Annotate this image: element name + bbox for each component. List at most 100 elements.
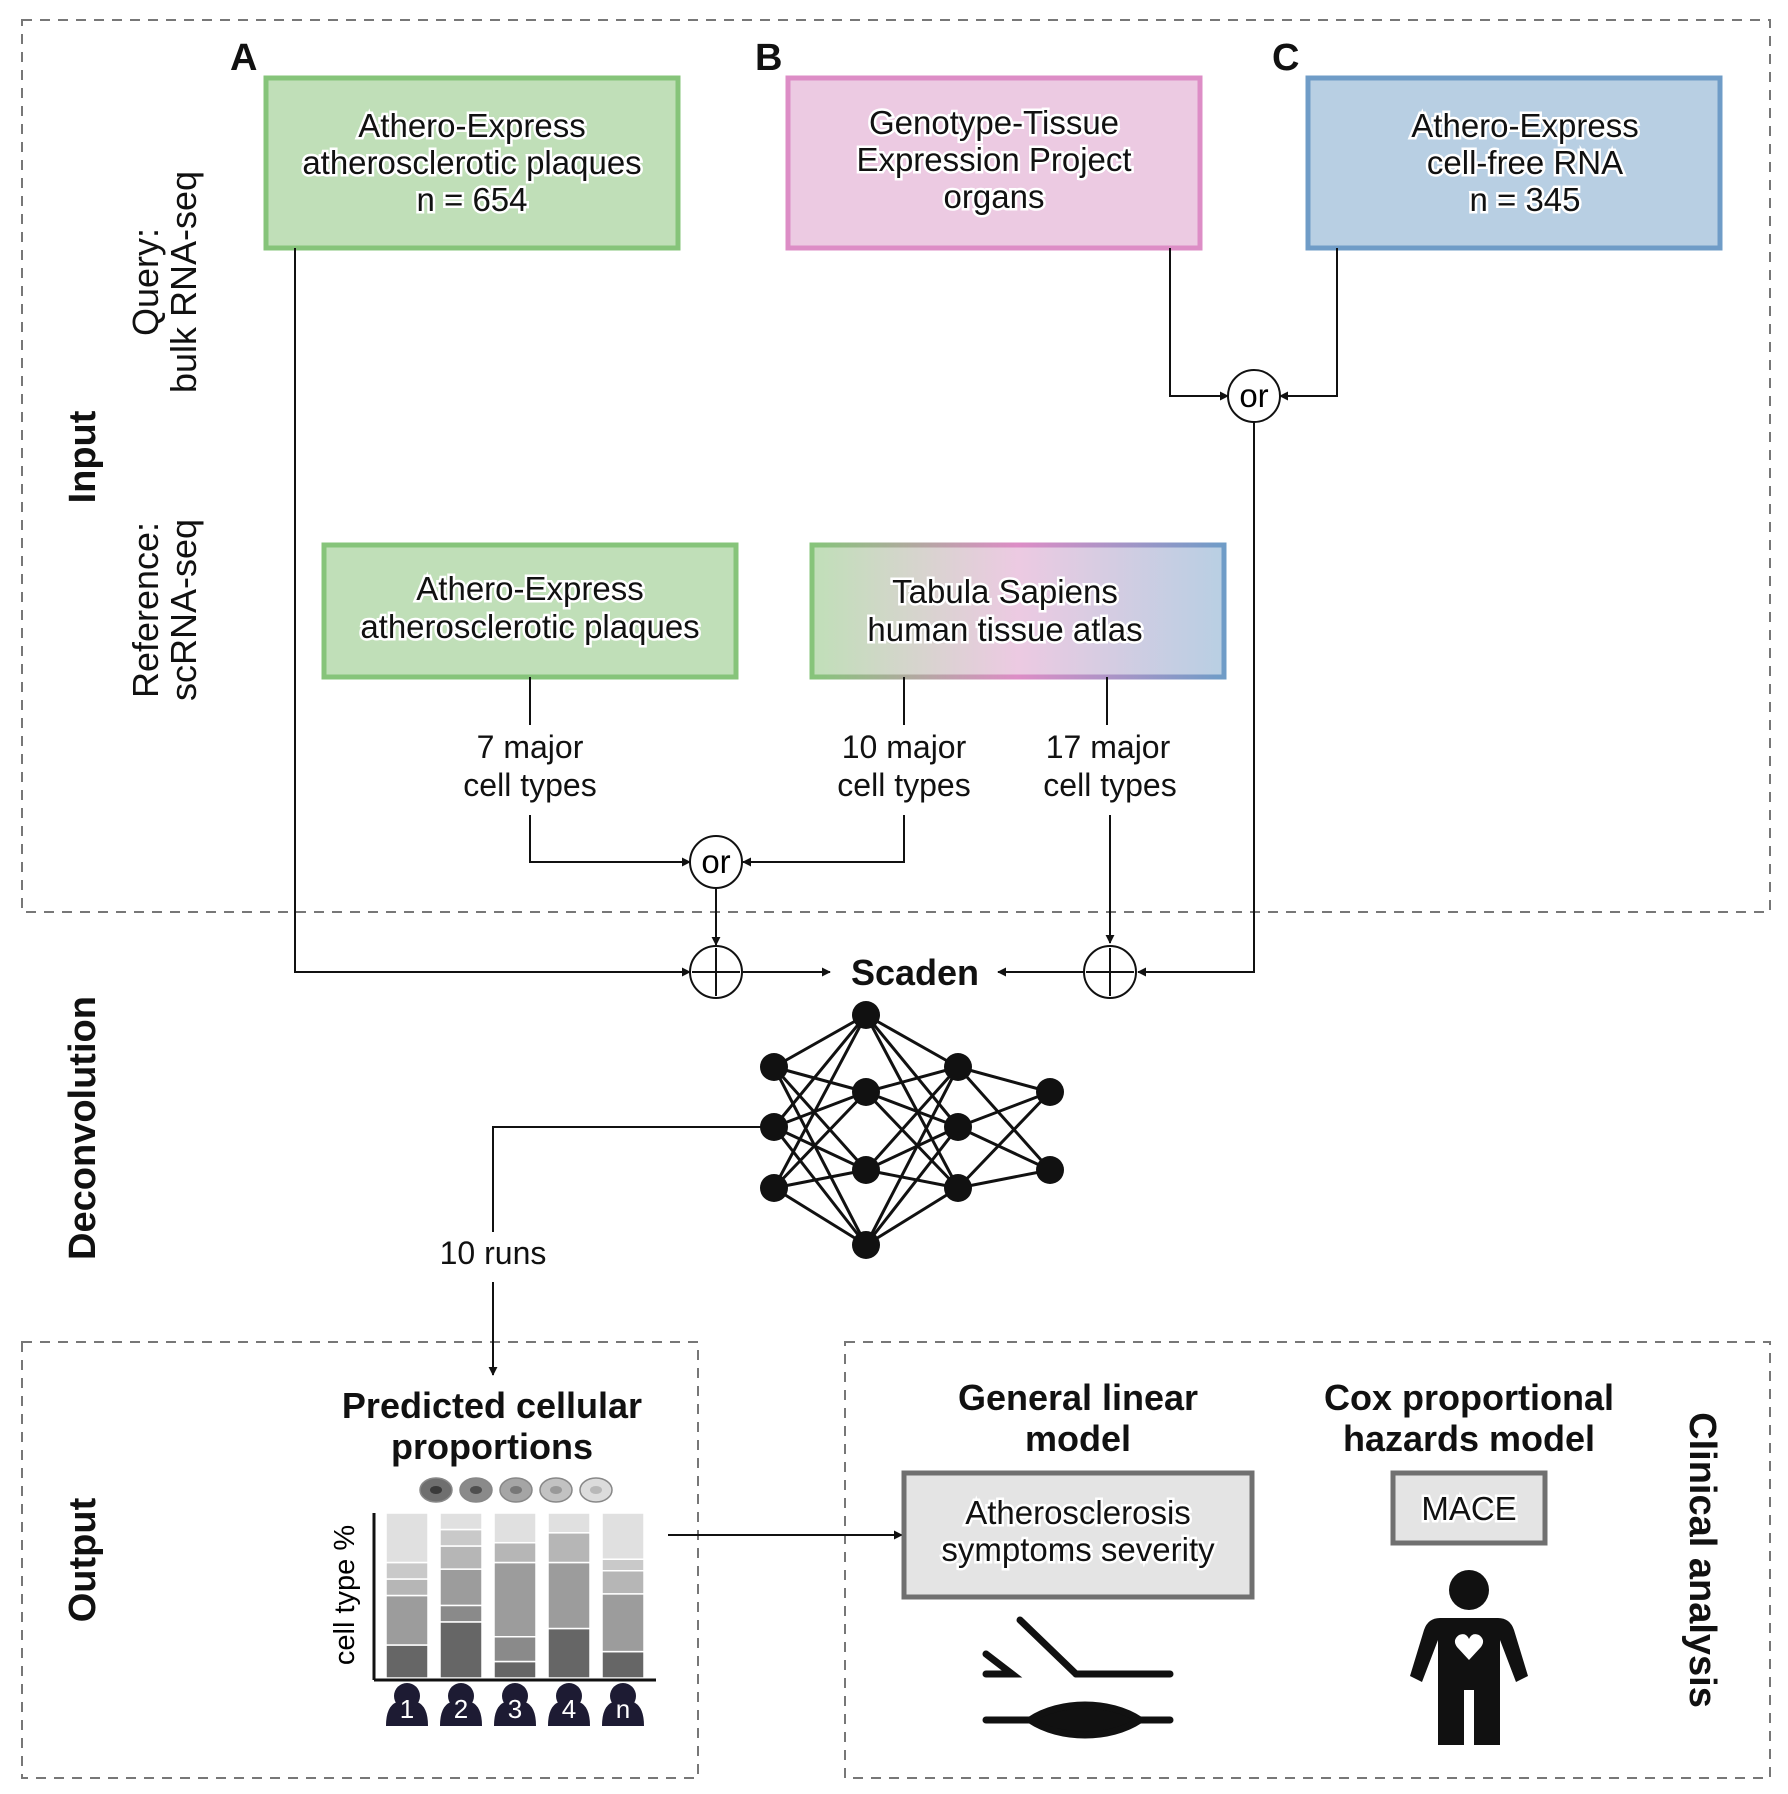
query-box-c-line1: Athero-Express xyxy=(1411,107,1638,144)
bar-segment xyxy=(385,1644,429,1679)
network-node xyxy=(1036,1156,1064,1184)
bar-ylabel: cell type % xyxy=(329,1525,361,1665)
bar-segment xyxy=(439,1568,483,1607)
query-box-cfrna xyxy=(1305,75,1723,251)
reference-box-b-line1: Tabula Sapiens xyxy=(892,573,1118,610)
bar-segment xyxy=(439,1545,483,1570)
bar-segment xyxy=(601,1593,645,1653)
section-output: Output xyxy=(62,1497,104,1622)
glm-title-line2: model xyxy=(1025,1418,1131,1459)
network-node xyxy=(1036,1078,1064,1106)
cox-title-line1: Cox proportional xyxy=(1324,1377,1614,1418)
reference-box-b-line2: human tissue atlas xyxy=(867,611,1142,648)
query-box-gtex xyxy=(785,75,1203,251)
cell-nucleus-icon xyxy=(590,1486,602,1494)
network-node xyxy=(852,1231,880,1259)
patient-number: 2 xyxy=(454,1694,468,1724)
query-sublabel: bulk RNA-seq xyxy=(163,171,204,393)
bar-segment xyxy=(601,1512,645,1560)
bar-segment xyxy=(493,1541,537,1564)
or-node-query xyxy=(1227,369,1281,423)
proportion-bars xyxy=(385,1512,645,1679)
bar-segment xyxy=(493,1660,537,1679)
glm-outcome-box xyxy=(901,1470,1255,1600)
query-box-athero-plaques xyxy=(263,75,681,251)
reference-label: Reference: xyxy=(125,522,166,698)
bar-segment xyxy=(493,1636,537,1663)
bar-segment xyxy=(601,1570,645,1595)
bar-segment xyxy=(439,1621,483,1679)
bar-segment xyxy=(547,1532,591,1564)
bar-segment xyxy=(547,1512,591,1534)
or-node-reference xyxy=(689,835,743,889)
patient-head-icon xyxy=(502,1683,528,1709)
patient-number: 3 xyxy=(508,1694,522,1724)
network-node xyxy=(944,1174,972,1202)
query-box-b-line1: Genotype-Tissue xyxy=(869,104,1119,141)
patient-number: n xyxy=(616,1694,630,1724)
patient-icons: 1 2 3 4 n xyxy=(386,1683,644,1726)
cox-outcome-box xyxy=(1390,1470,1548,1546)
panel-letter-c: C xyxy=(1272,37,1299,79)
patient-number: 4 xyxy=(562,1694,576,1724)
glm-outcome-line1: Atherosclerosis xyxy=(965,1494,1191,1531)
bar-segment xyxy=(547,1627,591,1679)
cell-nucleus-icon xyxy=(430,1486,442,1494)
bar-segment xyxy=(439,1604,483,1623)
or-label-query: or xyxy=(1239,377,1268,414)
clinical-frame xyxy=(844,1341,1771,1779)
reference-sublabel: scRNA-seq xyxy=(163,519,204,701)
bar-segment xyxy=(601,1558,645,1572)
query-label: Query: xyxy=(125,228,166,336)
reference-box-tabula-sapiens xyxy=(809,542,1227,680)
section-input: Input xyxy=(62,410,104,503)
output-title-line1: Predicted cellular xyxy=(342,1385,642,1426)
reference-box-a-line2: atherosclerotic plaques xyxy=(360,608,699,645)
bar-segment xyxy=(385,1578,429,1597)
network-node xyxy=(944,1113,972,1141)
output-title-line2: proportions xyxy=(391,1426,593,1467)
query-box-c-line2: cell-free RNA xyxy=(1427,144,1623,181)
query-box-a-line2: atherosclerotic plaques xyxy=(302,144,641,181)
or-label-reference: or xyxy=(701,843,730,880)
query-box-a-line3: n = 654 xyxy=(416,181,527,218)
patient-icon xyxy=(440,1702,482,1726)
patient-icon xyxy=(602,1702,644,1726)
glm-title-line1: General linear xyxy=(958,1377,1198,1418)
bar-segment xyxy=(493,1512,537,1544)
patient-head-icon xyxy=(448,1683,474,1709)
output-frame xyxy=(21,1341,699,1779)
artery-icon xyxy=(982,1616,1174,1739)
cell-types-7-line2: cell types xyxy=(463,767,596,803)
cell-types-10-line2: cell types xyxy=(837,767,970,803)
bar-segment xyxy=(385,1561,429,1580)
network-node xyxy=(760,1174,788,1202)
bar-segment xyxy=(385,1512,429,1564)
bar-segment xyxy=(439,1528,483,1547)
bar-segment xyxy=(439,1512,483,1531)
patient-head-icon xyxy=(610,1683,636,1709)
glm-outcome-line2: symptoms severity xyxy=(941,1531,1215,1568)
combine-node-right xyxy=(1083,945,1137,999)
query-box-a-line1: Athero-Express xyxy=(358,107,585,144)
query-box-b-line3: organs xyxy=(944,178,1045,215)
runs-label: 10 runs xyxy=(440,1235,547,1271)
patient-icon xyxy=(494,1702,536,1726)
query-box-b-line2: Expression Project xyxy=(856,141,1131,178)
patient-number: 1 xyxy=(400,1694,414,1724)
bar-segment xyxy=(547,1561,591,1630)
patient-head-icon xyxy=(394,1683,420,1709)
cox-title-line2: hazards model xyxy=(1343,1418,1595,1459)
combine-node-left xyxy=(689,945,743,999)
patient-icon xyxy=(548,1702,590,1726)
panel-letter-a: A xyxy=(230,37,257,79)
network-node xyxy=(852,1078,880,1106)
cox-outcome-label: MACE xyxy=(1421,1490,1516,1527)
input-frame xyxy=(21,19,1771,913)
network-node xyxy=(852,1001,880,1029)
scaden-label: Scaden xyxy=(851,952,979,993)
reference-box-athero-plaques xyxy=(321,542,739,680)
network-node xyxy=(944,1053,972,1081)
neural-network-icon xyxy=(760,1001,1064,1259)
